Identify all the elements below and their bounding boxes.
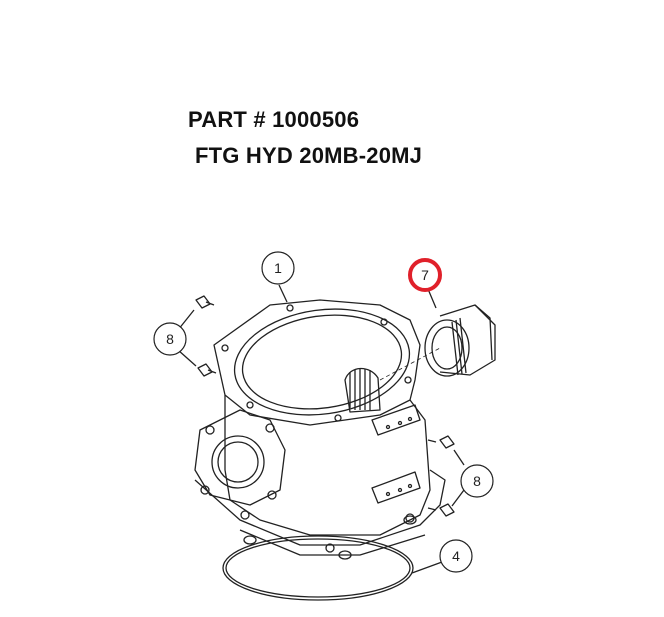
balloon-1-label: 1 <box>274 260 282 276</box>
balloon-7-highlighted: 7 <box>408 258 442 292</box>
balloon-8-lower-label: 8 <box>473 473 481 489</box>
balloon-4: 4 <box>439 539 473 573</box>
balloon-1: 1 <box>261 251 295 285</box>
part-number-title: PART # 1000506 <box>188 107 360 132</box>
balloon-8-lower: 8 <box>460 464 494 498</box>
bolt-part <box>195 295 455 517</box>
o-ring-part <box>222 535 414 601</box>
balloon-8-upper-label: 8 <box>166 331 174 347</box>
fitting-part <box>379 304 496 381</box>
balloon-4-label: 4 <box>452 548 460 564</box>
balloon-7-label: 7 <box>421 267 429 283</box>
part-description-title: FTG HYD 20MB-20MJ <box>195 143 423 168</box>
housing-part <box>194 299 446 560</box>
balloon-8-upper: 8 <box>153 322 187 356</box>
